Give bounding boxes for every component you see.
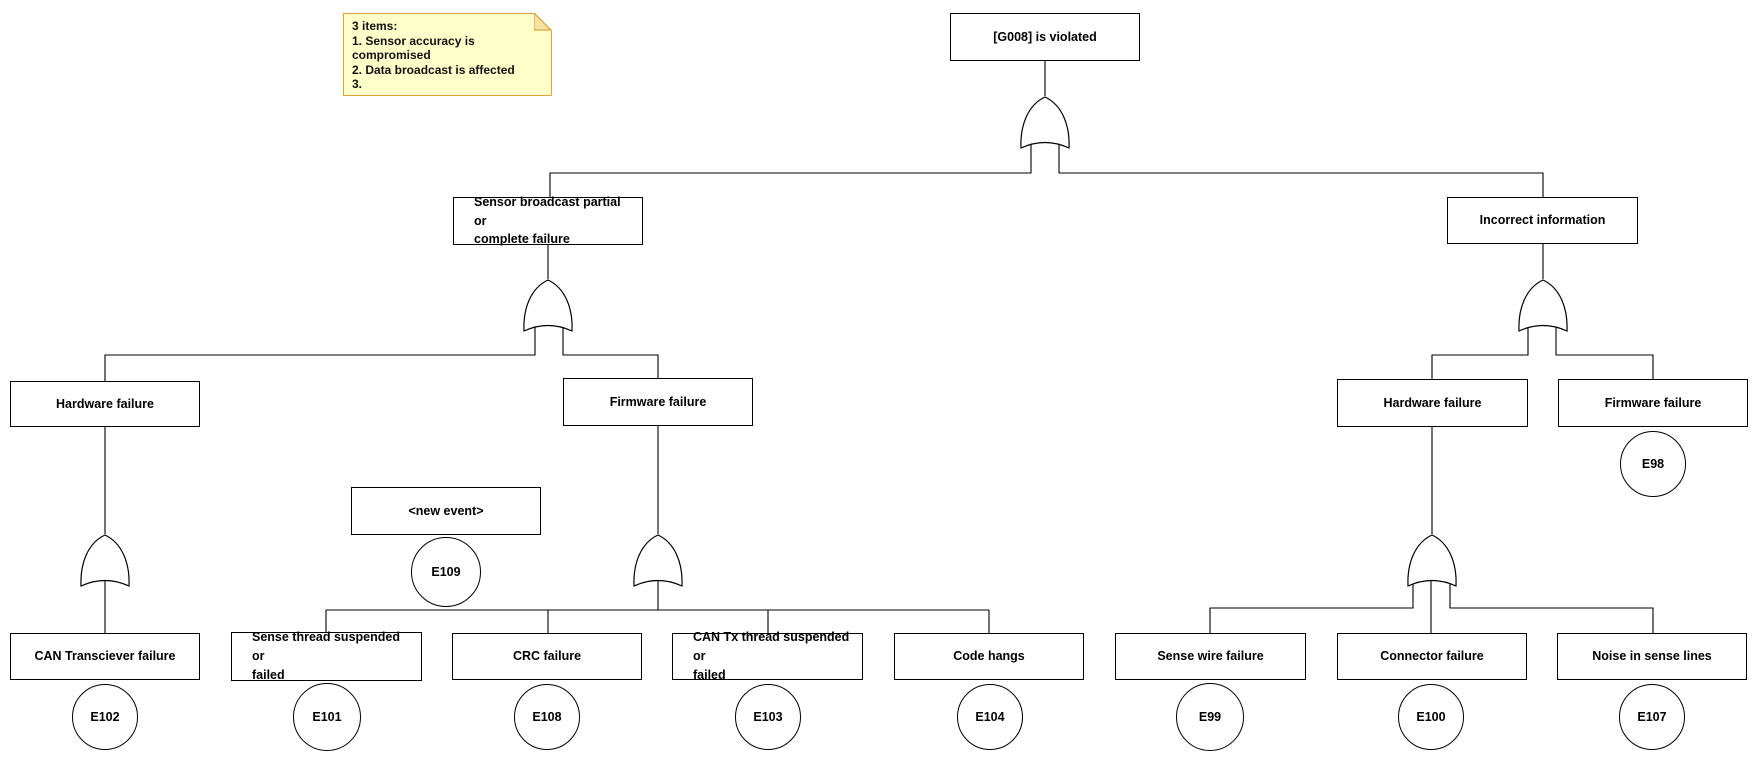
event-label: E99: [1198, 710, 1222, 724]
node-label: <new event>: [408, 503, 484, 518]
node-label: CAN Transciever failure: [34, 649, 176, 664]
node-sense-thread[interactable]: Sense thread suspended or failed: [231, 630, 422, 682]
node-label: Incorrect information: [1479, 213, 1606, 228]
node-noise-sense[interactable]: Noise in sense lines: [1557, 633, 1747, 680]
event-label: E107: [1637, 710, 1667, 724]
event-label: E109: [431, 565, 461, 579]
event-circle-E100[interactable]: E100: [1398, 684, 1464, 750]
event-circle-E99[interactable]: E99: [1176, 683, 1244, 751]
node-label: Sense thread suspended or failed: [252, 630, 400, 682]
node-label: Firmware failure: [1604, 395, 1702, 410]
node-label: Noise in sense lines: [1592, 649, 1712, 664]
event-circle-E109[interactable]: E109: [411, 537, 481, 607]
event-circle-E107[interactable]: E107: [1619, 684, 1685, 750]
node-sensor-broadcast[interactable]: Sensor broadcast partial or complete fai…: [453, 195, 643, 246]
connector-line: [104, 325, 536, 381]
node-can-tx-thread[interactable]: CAN Tx thread suspended or failed: [672, 630, 863, 682]
node-new-event[interactable]: <new event>: [351, 487, 541, 535]
event-circle-E98[interactable]: E98: [1620, 431, 1686, 497]
event-label: E101: [312, 710, 342, 724]
node-label: CRC failure: [512, 649, 582, 664]
node-crc-failure[interactable]: CRC failure: [452, 633, 642, 680]
node-firmware-2[interactable]: Firmware failure: [1558, 379, 1748, 427]
node-hardware-1[interactable]: Hardware failure: [10, 381, 200, 427]
or-gate-icon[interactable]: [523, 279, 573, 332]
or-gate-icon[interactable]: [1020, 96, 1070, 149]
event-label: E102: [90, 710, 120, 724]
node-hardware-2[interactable]: Hardware failure: [1337, 379, 1528, 427]
node-label: Hardware failure: [1383, 395, 1482, 410]
node-connector-fail[interactable]: Connector failure: [1337, 633, 1527, 680]
sticky-note-line: 3 items:: [352, 19, 398, 33]
or-gate-icon[interactable]: [1407, 534, 1457, 587]
sticky-note-line: 3.: [352, 77, 363, 91]
event-circle-E108[interactable]: E108: [514, 684, 580, 750]
node-label: Firmware failure: [609, 394, 707, 409]
or-gate-icon[interactable]: [1518, 279, 1568, 332]
or-gate-icon[interactable]: [633, 534, 683, 587]
connector-line: [1058, 142, 1544, 197]
event-circle-E102[interactable]: E102: [72, 684, 138, 750]
event-label: E100: [1416, 710, 1446, 724]
connector-line: [1431, 325, 1529, 379]
or-gate-icon[interactable]: [80, 534, 130, 587]
node-code-hangs[interactable]: Code hangs: [894, 633, 1084, 680]
node-sense-wire[interactable]: Sense wire failure: [1115, 633, 1306, 680]
event-circle-E101[interactable]: E101: [293, 683, 361, 751]
event-circle-E104[interactable]: E104: [957, 684, 1023, 750]
node-label: Sense wire failure: [1157, 649, 1264, 664]
node-label: [G008] is violated: [993, 29, 1097, 44]
node-g008[interactable]: [G008] is violated: [950, 13, 1140, 61]
note-fold-icon: [534, 12, 553, 31]
connector-line: [562, 325, 659, 378]
connector-line: [549, 142, 1032, 197]
node-label: Sensor broadcast partial or complete fai…: [474, 194, 621, 247]
node-can-transciever[interactable]: CAN Transciever failure: [10, 633, 200, 680]
node-incorrect-info[interactable]: Incorrect information: [1447, 197, 1638, 244]
event-label: E98: [1641, 457, 1665, 471]
node-label: CAN Tx thread suspended or failed: [693, 630, 850, 682]
connector-line: [1209, 578, 1414, 633]
event-circle-E103[interactable]: E103: [735, 684, 801, 750]
connector-line: [1449, 578, 1654, 633]
sticky-note-line: 1. Sensor accuracy is compromised: [352, 33, 475, 63]
node-label: Hardware failure: [56, 396, 154, 411]
event-label: E103: [753, 710, 783, 724]
node-label: Connector failure: [1380, 649, 1484, 664]
sticky-note[interactable]: 3 items: 1. Sensor accuracy is compromis…: [343, 12, 553, 96]
sticky-note-line: 2. Data broadcast is affected: [352, 62, 515, 77]
event-label: E108: [532, 710, 562, 724]
connector-line: [1555, 325, 1654, 379]
node-firmware-1[interactable]: Firmware failure: [563, 378, 753, 426]
node-label: Code hangs: [953, 649, 1025, 664]
event-label: E104: [975, 710, 1005, 724]
